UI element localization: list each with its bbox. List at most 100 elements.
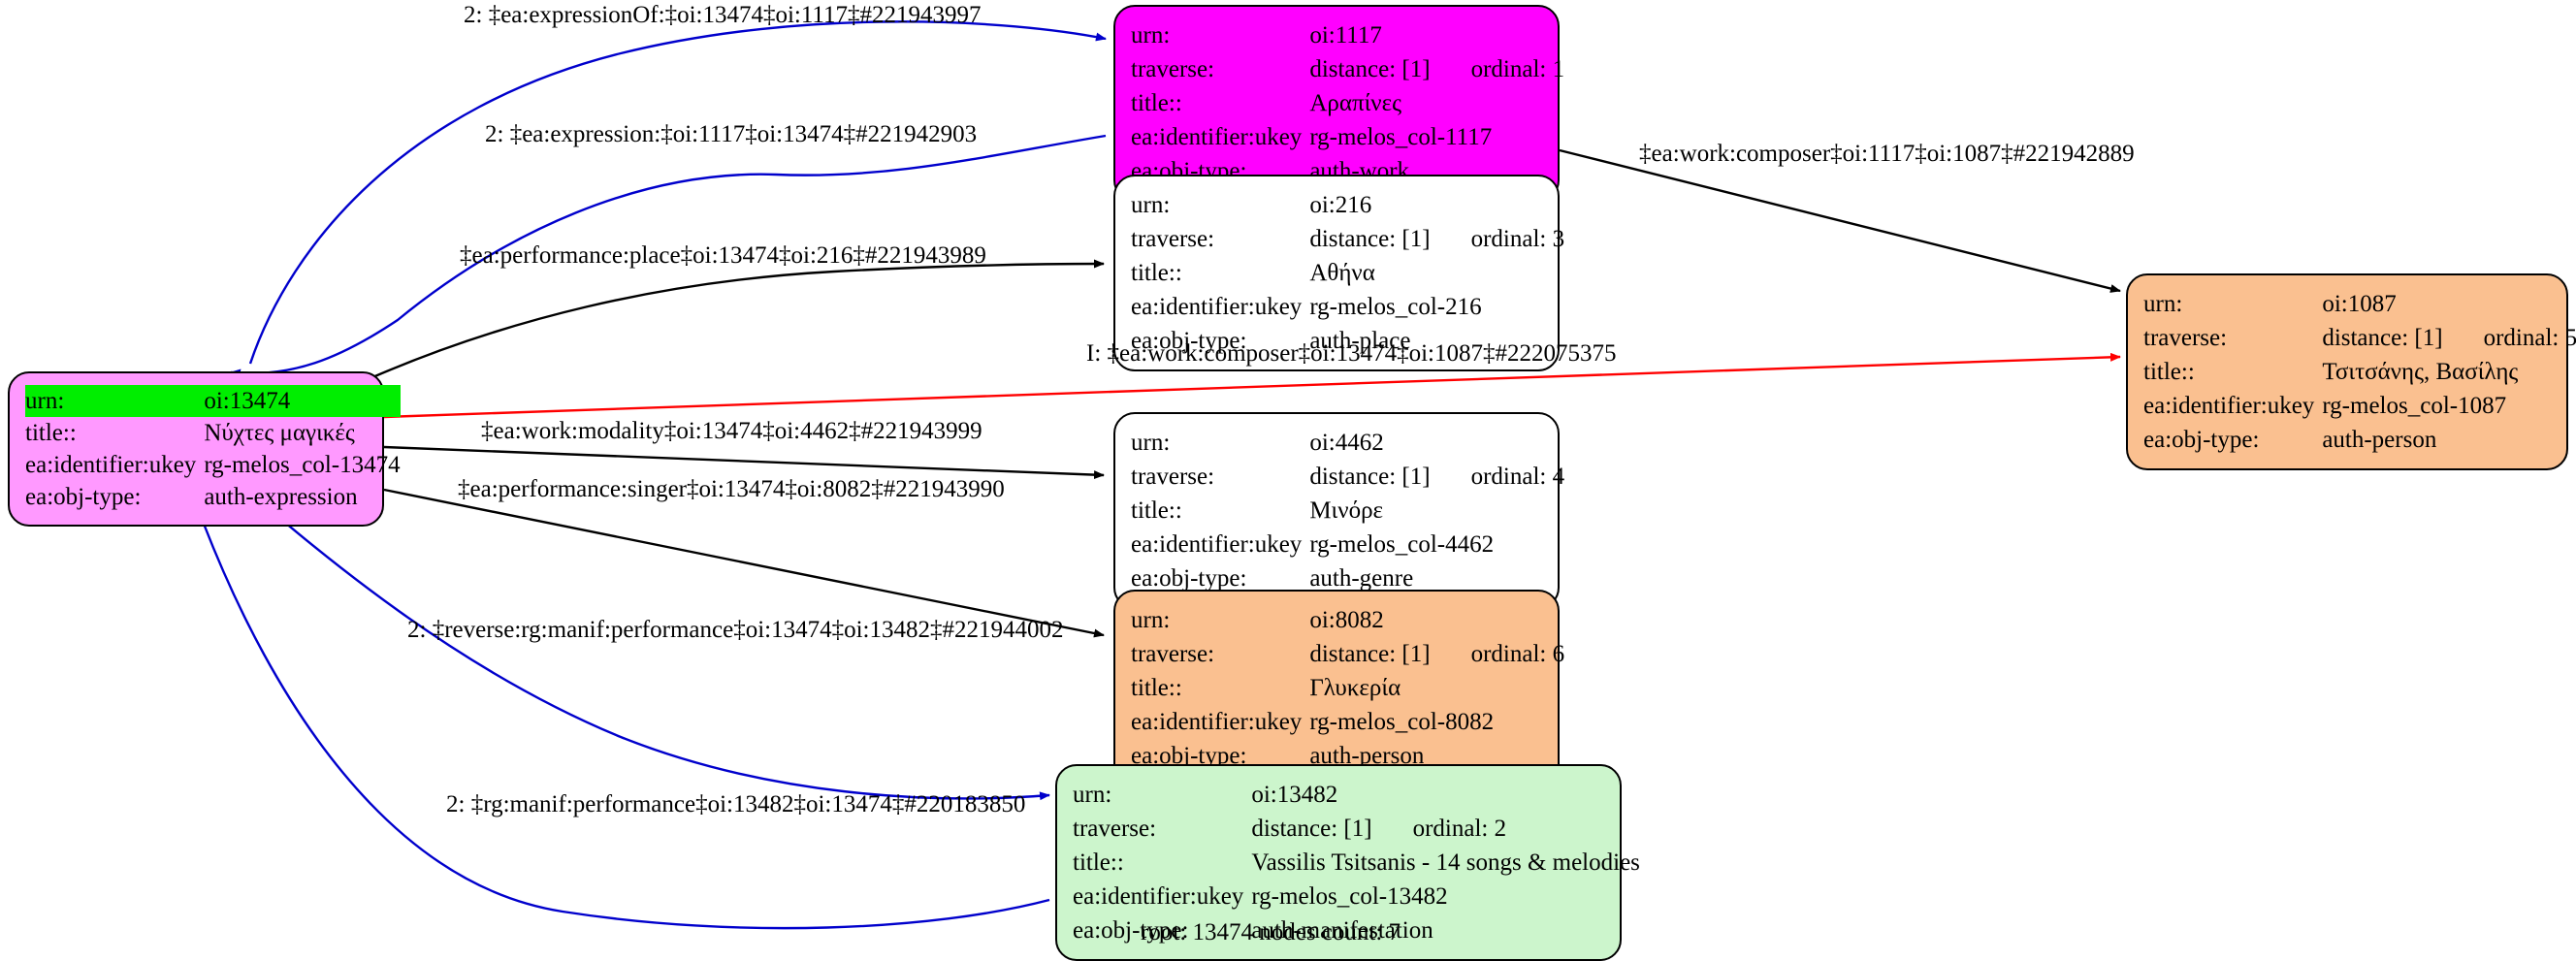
field-label-ukey: ea:identifier:ukey [2143,393,2315,419]
field-label-urn: urn: [2143,291,2183,317]
node-8082[interactable]: urn: oi:8082 traverse: distance: [1] ordi… [1113,590,1564,786]
traverse-ordinal: ordinal: 4 [1470,464,1565,490]
node-row-objtype: ea:obj-type: auth-manifestation [1073,913,1640,947]
node-row-title: title:: Γλυκερία [1131,671,1564,705]
field-value-urn: oi:13474 [202,385,401,417]
node-row-traverse: traverse: distance: [1] ordinal: 6 [1131,637,1564,671]
edge-path-performance-place [370,259,1105,380]
field-label-ukey: ea:identifier:ukey [1131,709,1303,735]
field-value-ukey: rg-melos_col-1087 [2322,393,2507,419]
node-13482[interactable]: urn: oi:13482 traverse: distance: [1] ord… [1055,764,1640,961]
field-value-urn: oi:1117 [1309,22,1382,48]
field-label-objtype: ea:obj-type: [1131,565,1247,592]
field-label-traverse: traverse: [1131,464,1215,490]
traverse-ordinal: ordinal: 3 [1470,226,1565,252]
field-value-ukey: rg-melos_col-13482 [1251,883,1448,910]
edge-label-work-composer-1117: ‡ea:work:composer‡oi:1117‡oi:1087‡#22194… [1639,141,2135,167]
node-row-title: title:: Τσιτσάνης, Βασίλης [2143,355,2576,389]
field-label-title: title:: [2143,359,2195,385]
field-label-objtype: ea:obj-type: [2143,427,2260,453]
edge-label-work-composer-13474: I: ‡ea:work:composer‡oi:13474‡oi:1087‡#2… [1086,340,1617,367]
field-label-title: title:: [1073,849,1124,876]
field-value-ukey: rg-melos_col-8082 [1309,709,1495,735]
traverse-distance: distance: [1] [1309,226,1431,252]
node-row-urn: urn: oi:1117 [1131,18,1564,52]
edge-label-performance-singer: ‡ea:performance:singer‡oi:13474‡oi:8082‡… [458,476,1005,502]
traverse-ordinal: ordinal: 1 [1470,56,1565,82]
node-216[interactable]: urn: oi:216 traverse: distance: [1] ordin… [1113,175,1564,371]
field-value-traverse: distance: [1] ordinal: 3 [1307,222,1564,256]
node-row-ukey: ea:identifier:ukey rg-melos_col-1117 [1131,120,1564,154]
traverse-ordinal: ordinal: 2 [1412,816,1507,842]
node-row-urn: urn: oi:1087 [2143,287,2576,321]
node-row-ukey: ea:identifier:ukey rg-melos_col-13474 [25,449,401,481]
field-value-objtype: auth-manifestation [1251,917,1433,944]
node-row-traverse: traverse: distance: [1] ordinal: 1 [1131,52,1564,86]
node-root-13474[interactable]: urn: oi:13474 title:: Νύχτες μαγικές ea:… [8,371,401,527]
field-label-title: title:: [1131,260,1182,286]
edge-path-manif-performance [176,474,1050,930]
node-row-objtype: ea:obj-type: auth-place [1131,324,1564,358]
field-label-title: title:: [1131,90,1182,116]
node-row-ukey: ea:identifier:ukey rg-melos_col-216 [1131,290,1564,324]
node-row-urn: urn: oi:8082 [1131,603,1564,637]
field-label-objtype: ea:obj-type: [1131,743,1247,769]
field-value-title: Μινόρε [1309,497,1384,524]
field-value-title: Αθήνα [1309,260,1375,286]
field-label-traverse: traverse: [1073,816,1157,842]
traverse-distance: distance: [1] [1251,816,1372,842]
node-row-urn: urn: oi:4462 [1131,426,1564,460]
field-value-objtype: auth-place [1309,328,1411,354]
field-value-title: Νύχτες μαγικές [204,420,355,446]
field-label-traverse: traverse: [1131,226,1215,252]
node-row-title: title:: Αραπίνες [1131,86,1564,120]
field-value-title: Αραπίνες [1309,90,1401,116]
field-label-urn: urn: [1073,782,1112,808]
field-value-objtype: auth-genre [1309,565,1414,592]
traverse-distance: distance: [1] [1309,464,1431,490]
edge-path-work-composer-1117 [1559,148,2121,293]
field-label-objtype: ea:obj-type: [1131,328,1247,354]
node-row-title: title:: Μινόρε [1131,494,1564,528]
field-value-ukey: rg-melos_col-4462 [1309,531,1495,558]
field-value-objtype: auth-person [2322,427,2437,453]
edge-label-work-modality: ‡ea:work:modality‡oi:13474‡oi:4462‡#2219… [481,418,982,444]
field-value-urn: oi:216 [1309,192,1372,218]
node-row-traverse: traverse: distance: [1]ordinal: 5 [2143,321,2576,355]
field-label-traverse: traverse: [1131,56,1215,82]
field-value-title: Τσιτσάνης, Βασίλης [2322,359,2519,385]
field-label-title: title:: [1131,675,1182,701]
node-row-urn: urn: oi:13482 [1073,778,1640,812]
traverse-ordinal: ordinal: 6 [1470,641,1565,667]
node-row-objtype: ea:obj-type: auth-person [2143,423,2576,457]
field-label-urn: urn: [25,385,203,417]
traverse-distance: distance: [1] [1309,56,1431,82]
node-row-urn: urn: oi:13474 [25,385,401,417]
edge-path-performance-singer [383,488,1105,638]
field-value-traverse: distance: [1]ordinal: 5 [2320,321,2576,355]
node-row-traverse: traverse: distance: [1] ordinal: 2 [1073,812,1640,846]
field-value-traverse: distance: [1] ordinal: 6 [1307,637,1564,671]
node-4462[interactable]: urn: oi:4462 traverse: distance: [1] ordi… [1113,412,1564,609]
field-label-traverse: traverse: [1131,641,1215,667]
field-label-ukey: ea:identifier:ukey [25,452,197,478]
field-label-traverse: traverse: [2143,325,2228,351]
field-value-urn: oi:8082 [1309,607,1384,633]
field-value-ukey: rg-melos_col-13474 [204,452,401,478]
node-1087[interactable]: urn: oi:1087 traverse: distance: [1]ordi… [2126,273,2576,470]
node-row-title: title:: Νύχτες μαγικές [25,417,401,449]
traverse-ordinal: ordinal: 5 [2483,325,2576,351]
edge-label-performance-place: ‡ea:performance:place‡oi:13474‡oi:216‡#2… [460,242,986,269]
field-label-objtype: ea:obj-type: [1073,917,1189,944]
edge-label-reverse-manif-performance: 2: ‡reverse:rg:manif:performance‡oi:1347… [407,617,1064,643]
field-label-ukey: ea:identifier:ukey [1131,531,1303,558]
field-label-urn: urn: [1131,192,1171,218]
traverse-distance: distance: [1] [1309,641,1431,667]
field-label-ukey: ea:identifier:ukey [1073,883,1244,910]
node-row-ukey: ea:identifier:ukey rg-melos_col-8082 [1131,705,1564,739]
node-1117[interactable]: urn: oi:1117 traverse: distance: [1] ordi… [1113,5,1564,202]
field-value-ukey: rg-melos_col-1117 [1309,124,1493,150]
edge-label-manif-performance: 2: ‡rg:manif:performance‡oi:13482‡oi:134… [446,791,1026,817]
edge-label-expressionOf: 2: ‡ea:expressionOf:‡oi:13474‡oi:1117‡#2… [464,2,982,28]
